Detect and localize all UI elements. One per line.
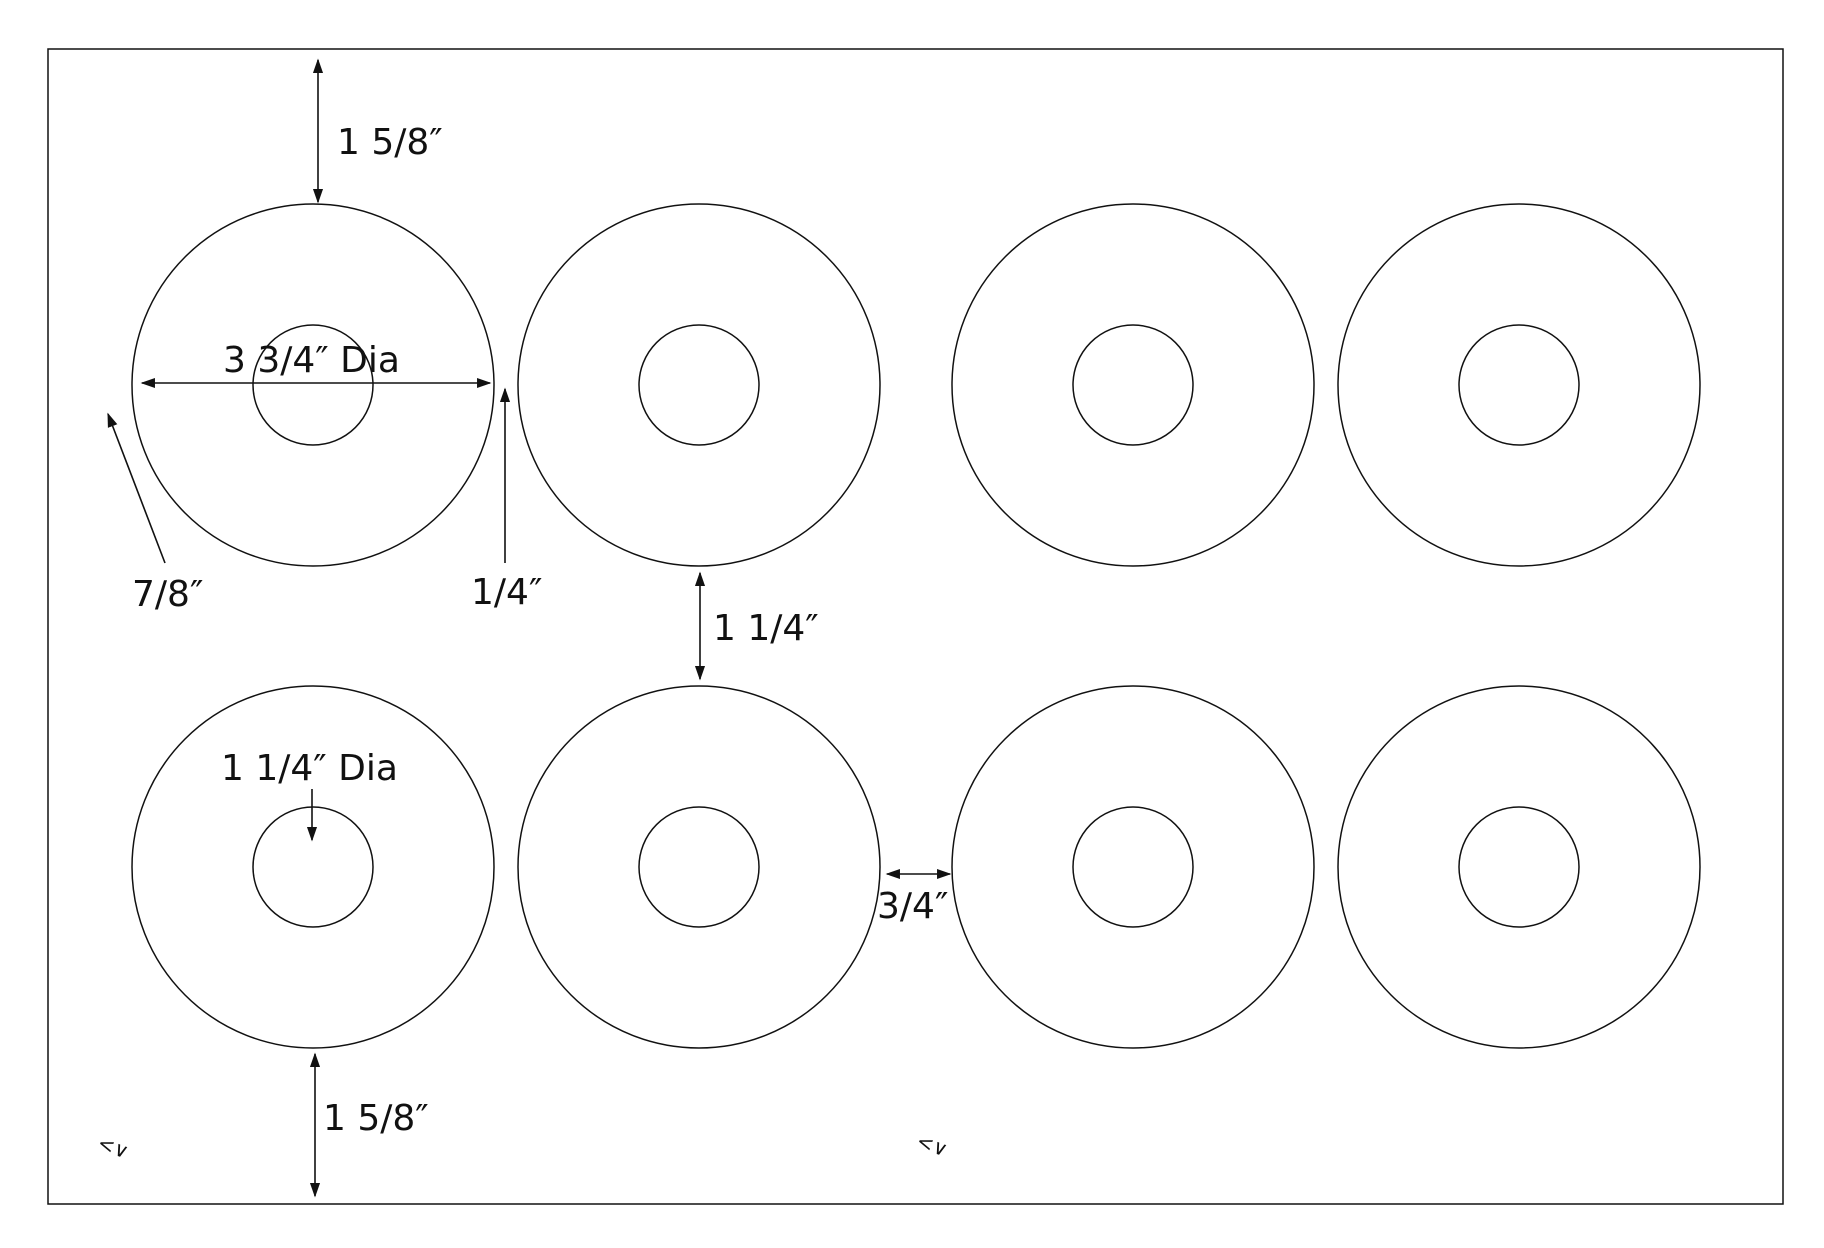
label-r1c4-outer-circle xyxy=(1337,203,1701,567)
label-r2c4-outer-circle xyxy=(1337,685,1701,1049)
column-gap-large-label: 3/4″ xyxy=(877,886,948,927)
label-r1c2-inner-circle xyxy=(638,324,760,446)
label-r2c3-outer-circle xyxy=(951,685,1315,1049)
label-r2c1-inner-circle xyxy=(252,806,374,928)
left-margin-label: 7/8″ xyxy=(132,574,203,615)
inner-diameter-label: 1 1/4″ Dia xyxy=(221,748,398,789)
left-margin-arrow xyxy=(107,412,166,564)
label-r2c2-inner-circle xyxy=(638,806,760,928)
label-r1c3-outer-circle xyxy=(951,203,1315,567)
outer-diameter-label: 3 3/4″ Dia xyxy=(223,340,400,381)
label-r2c3-inner-circle xyxy=(1072,806,1194,928)
column-gap-small-label: 1/4″ xyxy=(471,572,542,613)
label-r2c1-outer-circle xyxy=(131,685,495,1049)
label-r1c3-inner-circle xyxy=(1072,324,1194,446)
top-margin-label: 1 5/8″ xyxy=(337,122,443,163)
bottom-margin-label: 1 5/8″ xyxy=(323,1098,429,1139)
corner-mark-left: <∨ xyxy=(94,1130,132,1163)
label-r1c1-outer-circle xyxy=(131,203,495,567)
label-r1c4-inner-circle xyxy=(1458,324,1580,446)
row-gap-label: 1 1/4″ xyxy=(713,608,819,649)
sheet-border xyxy=(47,48,1784,1205)
label-r2c2-outer-circle xyxy=(517,685,881,1049)
label-r2c4-inner-circle xyxy=(1458,806,1580,928)
corner-mark-center: <∨ xyxy=(913,1128,951,1161)
label-r1c2-outer-circle xyxy=(517,203,881,567)
